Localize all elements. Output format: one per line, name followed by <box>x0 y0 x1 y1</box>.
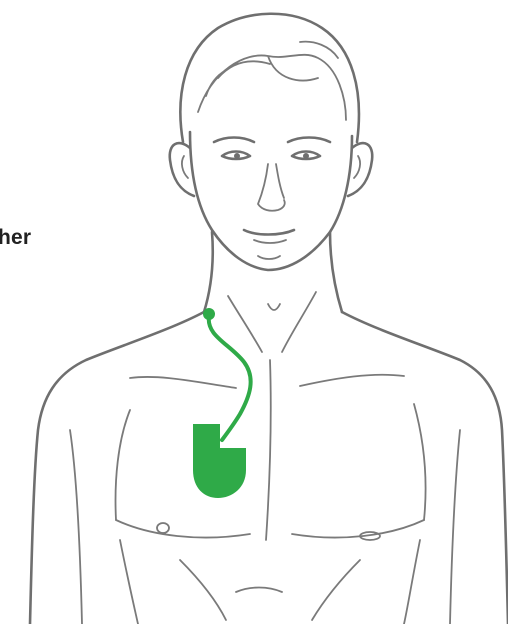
upper-abdomen-line <box>236 588 282 593</box>
right-pectoral <box>292 520 424 538</box>
lower-lip <box>254 240 286 243</box>
lead-tip-electrode <box>203 308 215 320</box>
left-pectoral <box>116 520 250 538</box>
hair-outline <box>180 14 359 142</box>
neck-left <box>204 232 213 312</box>
right-side-line <box>404 540 420 624</box>
left-ear-inner <box>182 156 188 178</box>
neck-right <box>330 232 342 312</box>
right-ear-inner <box>354 156 360 178</box>
neck-muscle-left <box>228 296 262 352</box>
neck-muscle-right <box>282 292 316 352</box>
left-collarbone <box>130 377 236 388</box>
right-eyebrow <box>288 138 330 143</box>
right-chest-edge <box>414 404 426 520</box>
chin <box>258 256 280 259</box>
nose-bridge <box>276 164 284 198</box>
ribcage-right <box>312 560 360 620</box>
adams-apple <box>268 304 280 310</box>
face-outline <box>190 132 352 270</box>
sternum <box>266 360 271 540</box>
mouth <box>244 230 294 235</box>
left-side-line <box>120 540 138 624</box>
hair-strands <box>198 42 346 120</box>
right-arm-inner <box>450 430 460 624</box>
left-nipple <box>157 523 169 533</box>
ribcage-left <box>180 560 226 620</box>
right-pupil <box>303 153 309 159</box>
left-chest-edge <box>116 410 130 520</box>
implanted-device <box>193 424 246 498</box>
left-pupil <box>234 153 240 159</box>
left-eyebrow <box>214 138 254 143</box>
device-lead-wire <box>209 316 251 440</box>
right-collarbone <box>300 375 404 386</box>
left-arm-inner <box>70 430 82 624</box>
